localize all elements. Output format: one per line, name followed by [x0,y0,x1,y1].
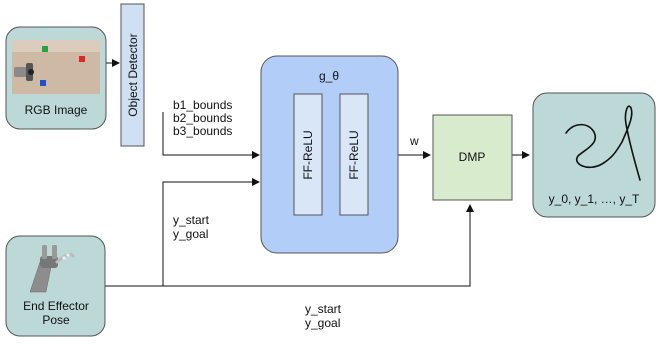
ff-relu-1-box [293,93,323,216]
bounds-labels: b1_bounds b2_bounds b3_bounds [173,98,232,138]
trajectory-curve-icon [565,105,641,181]
start-goal-upper-labels: y_start y_goal [173,213,210,241]
edge-endeffector-to-dmp [105,204,474,287]
ff-relu-2-label: FF-ReLU [347,130,361,179]
edges [105,59,530,287]
workspace-photo-icon [12,40,100,94]
ff-relu-2-box [339,93,369,216]
rgb-image-node: RGB Image [5,26,107,130]
ff-relu-1-label: FF-ReLU [301,130,315,179]
dmp-box [432,114,513,201]
output-node: y_0, y_1, …, y_T [532,92,656,218]
output-box [532,92,656,218]
bounds-label-1: b1_bounds [173,98,232,112]
dmp-node: DMP [432,114,513,201]
end-effector-label-line2: Pose [42,313,70,327]
object-detector-node: Object Detector [120,3,145,147]
output-label: y_0, y_1, …, y_T [549,192,640,206]
end-effector-box [5,235,106,337]
dmp-label: DMP [459,150,486,164]
g-theta-box [260,55,399,254]
end-effector-label-line1: End Effector [23,299,89,313]
start-goal-lower-labels: y_start y_goal [305,302,342,330]
rgb-image-label: RGB Image [25,103,88,117]
end-effector-node: End Effector Pose [5,235,106,337]
bounds-label-3: b3_bounds [173,124,232,138]
y-goal-upper-label: y_goal [173,227,208,241]
g-theta-label: g_θ [319,69,339,83]
y-start-upper-label: y_start [173,213,210,227]
object-detector-box [120,3,145,147]
y-goal-lower-label: y_goal [305,316,340,330]
y-start-lower-label: y_start [305,302,342,316]
g-theta-node: g_θ FF-ReLU FF-ReLU [260,55,399,254]
object-detector-label: Object Detector [126,33,140,116]
robot-gripper-icon [29,245,75,293]
w-label: w [409,134,419,148]
edge-detector-to-gtheta [162,112,260,159]
bounds-label-2: b2_bounds [173,111,232,125]
